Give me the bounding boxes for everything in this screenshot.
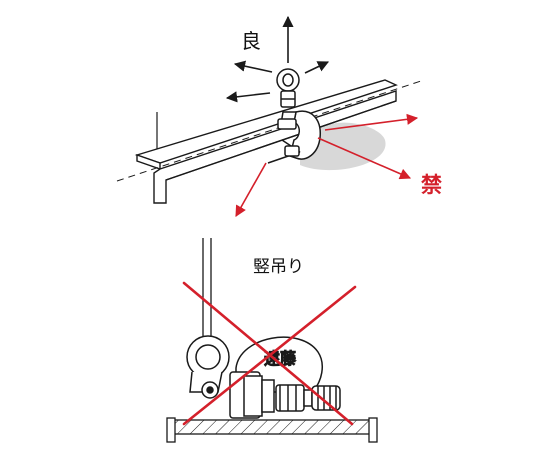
base-plate: [166, 417, 378, 443]
arrow-down-right-prohibited: [317, 137, 412, 180]
top-illustration: [116, 15, 425, 217]
vertical-clamp-body: [229, 336, 341, 419]
prohibited-directions: [235, 113, 419, 217]
arrow-right-prohibited: [324, 113, 419, 131]
bottom-illustration: 遠藤: [166, 238, 378, 443]
beam-center-line: [116, 79, 425, 182]
allowed-directions: [225, 15, 330, 103]
label-good: 良: [241, 29, 261, 53]
clamp-body: [267, 110, 321, 164]
label-prohibited: 禁: [421, 173, 442, 197]
arrow-upper-right: [304, 61, 330, 74]
arrow-down-left-prohibited: [235, 162, 267, 217]
arrow-left: [225, 91, 271, 103]
arrow-upper-left: [233, 60, 273, 73]
clamp-eye-ring: [186, 335, 230, 399]
lifting-eye: [276, 68, 300, 108]
lifting-wire: [202, 238, 212, 343]
angle-beam: [134, 79, 398, 204]
label-vertical-lift: 竪吊り: [253, 257, 304, 277]
prohibited-cross: [182, 281, 357, 426]
